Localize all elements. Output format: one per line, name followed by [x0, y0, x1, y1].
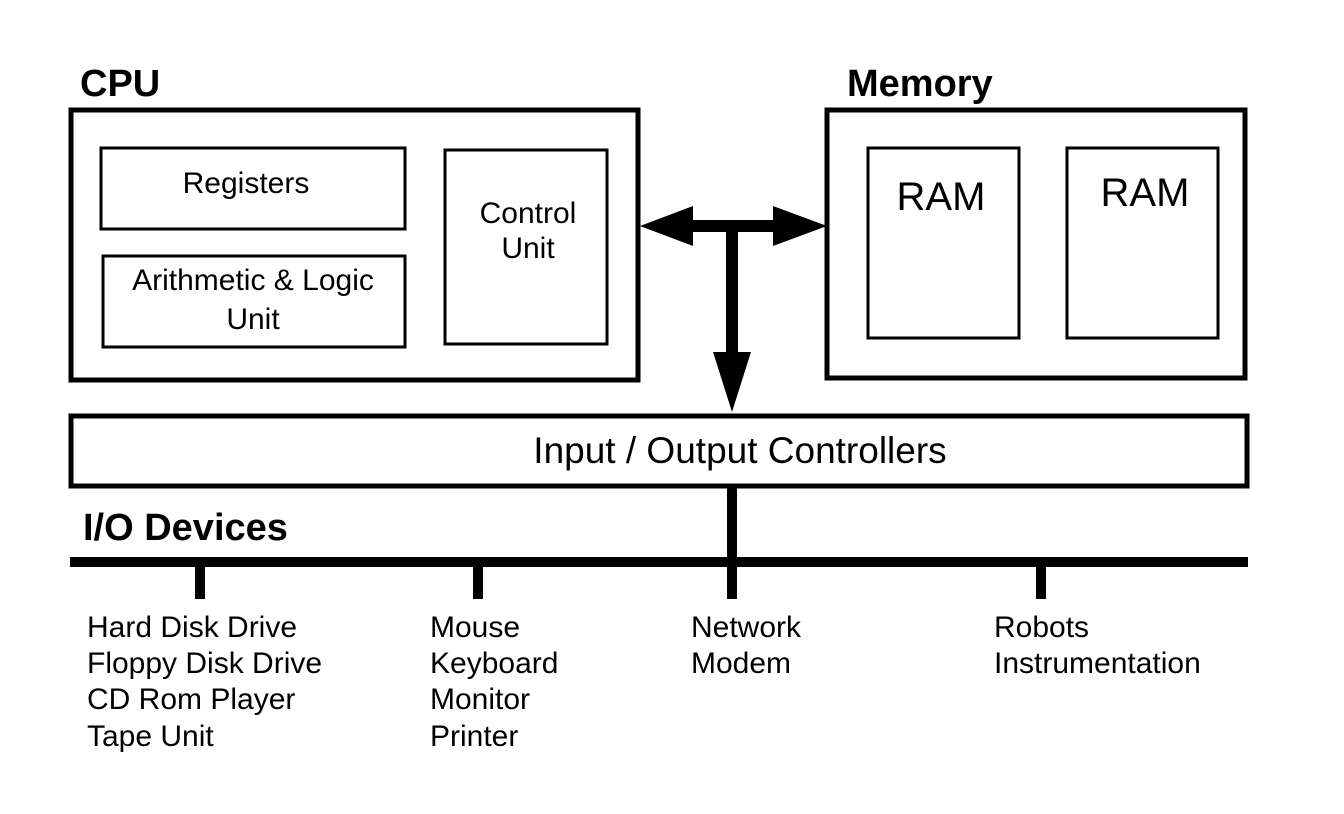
alu-label-line-2: Unit: [226, 303, 280, 336]
control-unit-box: [443, 148, 609, 346]
arrow-down-head: [713, 352, 751, 412]
controller-to-bus-line: [727, 486, 737, 562]
registers-label: Registers: [183, 167, 310, 200]
bus-tick-4: [1036, 562, 1046, 599]
device-label: Mouse: [430, 611, 520, 644]
device-label: Robots: [994, 611, 1089, 644]
io-controllers-label: Input / Output Controllers: [533, 430, 946, 471]
ram-box-1: [866, 146, 1021, 340]
device-label: Monitor: [430, 683, 530, 716]
registers-box: [99, 146, 407, 231]
memory-box: [824, 107, 1248, 381]
device-group-robotics: Robots Instrumentation: [994, 611, 1201, 680]
memory-title: Memory: [847, 63, 993, 105]
control-unit-label-line-2: Unit: [501, 232, 555, 265]
io-controllers-box: [68, 413, 1250, 489]
device-label: Keyboard: [430, 647, 558, 680]
alu-box: [101, 254, 407, 349]
cpu-title: CPU: [80, 63, 160, 105]
device-group-storage: Hard Disk Drive Floppy Disk Drive CD Rom…: [87, 611, 322, 753]
device-group-network: Network Modem: [691, 611, 802, 680]
bus-tick-2: [473, 562, 483, 599]
arrow-right-head: [773, 206, 827, 246]
ram-label-1: RAM: [897, 175, 986, 219]
device-label: Tape Unit: [87, 720, 214, 753]
device-group-peripherals: Mouse Keyboard Monitor Printer: [430, 611, 558, 753]
cpu-box: [68, 107, 641, 383]
device-label: Printer: [430, 720, 518, 753]
device-label: CD Rom Player: [87, 683, 295, 716]
device-label: Floppy Disk Drive: [87, 647, 322, 680]
device-bus-line: [70, 557, 1248, 567]
device-label: Hard Disk Drive: [87, 611, 297, 644]
system-bus-arrows: [640, 206, 827, 412]
bus-tick-1: [195, 562, 205, 599]
ram-box-2: [1065, 146, 1220, 340]
arrow-left-head: [640, 206, 693, 246]
ram-label-2: RAM: [1101, 171, 1190, 215]
alu-label-line-1: Arithmetic & Logic: [132, 264, 374, 297]
io-devices-title: I/O Devices: [83, 507, 288, 549]
device-label: Instrumentation: [994, 647, 1201, 680]
device-label: Modem: [691, 647, 791, 680]
device-label: Network: [691, 611, 802, 644]
bus-tick-3: [727, 562, 737, 599]
control-unit-label-line-1: Control: [480, 197, 577, 230]
